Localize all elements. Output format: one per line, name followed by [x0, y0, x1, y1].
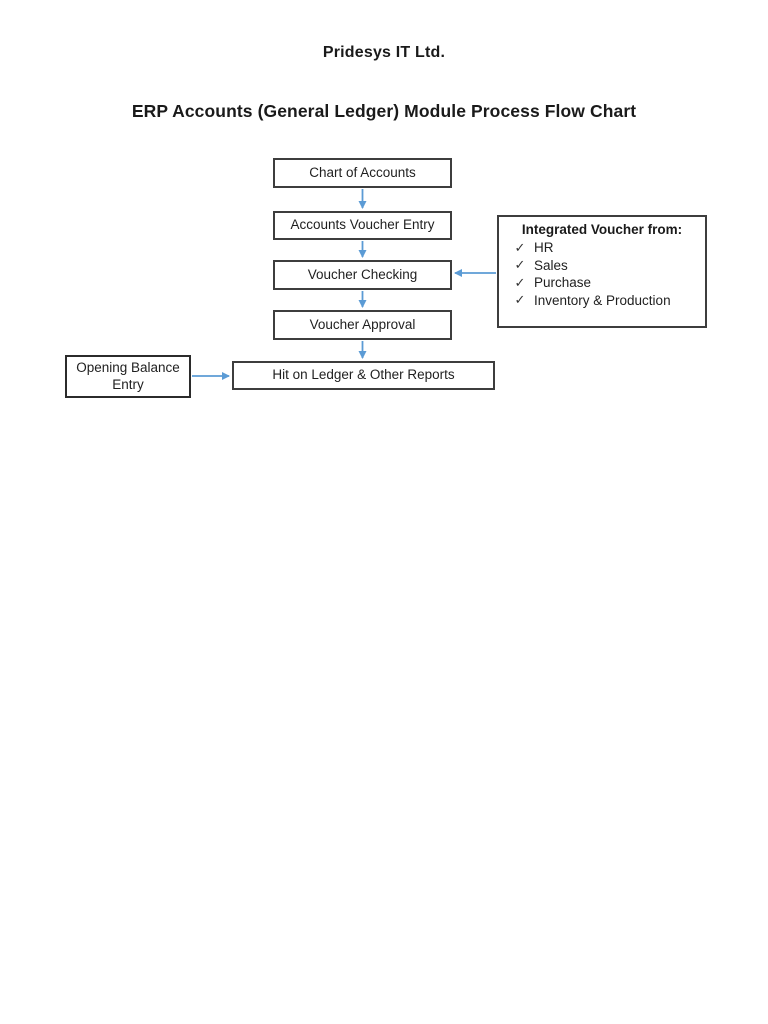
node-chart-of-accounts: Chart of Accounts	[273, 158, 452, 188]
list-item: ✓ Sales	[499, 257, 705, 275]
node-label: Voucher Approval	[309, 316, 416, 332]
integrated-voucher-box: Integrated Voucher from: ✓ HR ✓ Sales ✓ …	[497, 215, 707, 328]
list-item-label: Inventory & Production	[534, 292, 671, 308]
node-label: Voucher Checking	[307, 266, 418, 282]
list-item: ✓ Inventory & Production	[499, 292, 705, 310]
node-hit-on-ledger: Hit on Ledger & Other Reports	[232, 361, 495, 390]
list-item: ✓ HR	[499, 239, 705, 257]
node-opening-balance-entry: Opening Balance Entry	[65, 355, 191, 398]
node-voucher-checking: Voucher Checking	[273, 260, 452, 290]
node-label: Accounts Voucher Entry	[290, 217, 435, 233]
list-item-label: HR	[534, 240, 554, 256]
node-label: Opening Balance Entry	[76, 359, 180, 392]
checkmark-icon: ✓	[514, 292, 526, 308]
integrated-voucher-heading: Integrated Voucher from:	[521, 222, 683, 237]
list-item-label: Purchase	[534, 275, 592, 291]
integrated-voucher-list: ✓ HR ✓ Sales ✓ Purchase ✓ Inventory & Pr…	[499, 239, 705, 309]
node-label: Hit on Ledger & Other Reports	[272, 367, 455, 383]
node-accounts-voucher-entry: Accounts Voucher Entry	[273, 211, 452, 240]
node-voucher-approval: Voucher Approval	[273, 310, 452, 340]
checkmark-icon: ✓	[514, 239, 526, 255]
checkmark-icon: ✓	[514, 274, 526, 290]
company-title: Pridesys IT Ltd.	[322, 44, 446, 61]
checkmark-icon: ✓	[514, 257, 526, 273]
list-item-label: Sales	[534, 257, 568, 273]
chart-title: ERP Accounts (General Ledger) Module Pro…	[131, 101, 637, 121]
list-item: ✓ Purchase	[499, 274, 705, 292]
node-label: Chart of Accounts	[309, 164, 416, 180]
